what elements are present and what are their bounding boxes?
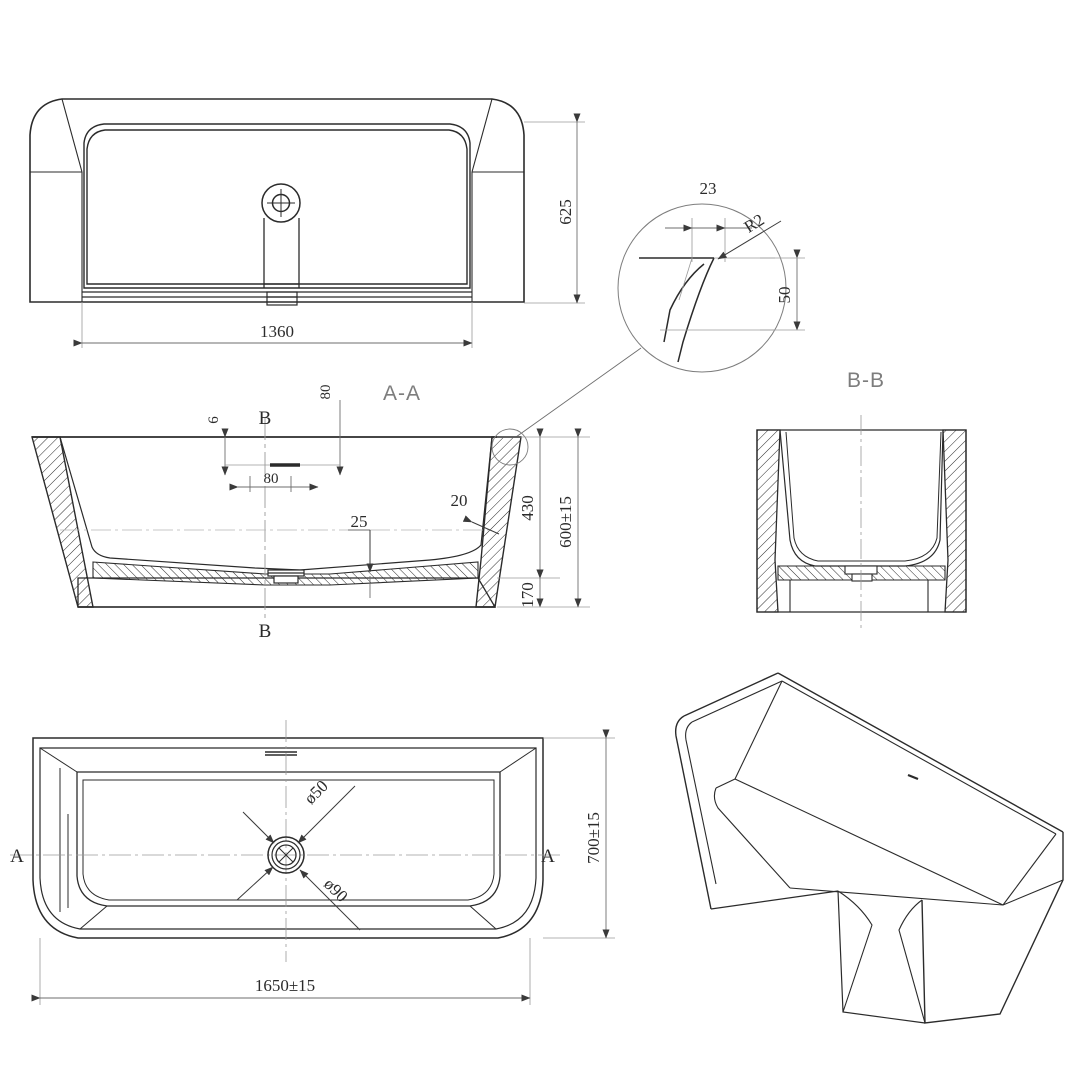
front-overflow-channel	[263, 218, 300, 288]
dim-aa-wall-thickness: 20	[451, 491, 500, 535]
front-outer-body	[29, 98, 525, 303]
aa-right-wall	[475, 436, 522, 608]
front-drain-outlet	[266, 291, 298, 306]
plan-section-marks: A A	[10, 846, 555, 867]
dim-detail-radius: R2	[717, 210, 782, 260]
dim-label-aa-600: 600±15	[556, 496, 575, 548]
iso-bowl-wall-back-left	[734, 680, 783, 780]
dim-label-plan-o90: ø90	[320, 874, 351, 905]
bb-left-wall	[756, 429, 781, 613]
front-corner-folds	[30, 98, 524, 302]
view-isometric	[674, 672, 1064, 1024]
section-bb-title: B-B	[847, 369, 885, 392]
iso-rim-inner-left-corner	[685, 721, 717, 885]
iso-bowl-floor-back	[734, 778, 1004, 906]
dim-plan-depth: 700±15	[543, 729, 615, 939]
iso-rim-top-back	[777, 672, 1064, 833]
bb-bowl-inner-offset	[785, 431, 942, 562]
plan-drain-assembly	[267, 836, 305, 874]
dim-label-detail-50: 50	[775, 287, 794, 304]
dim-aa-base-thickness: 25	[348, 512, 374, 598]
aa-drain-fitting	[267, 569, 305, 584]
dim-label-aa-430: 430	[518, 495, 537, 521]
detail-rim-profile	[639, 257, 715, 363]
detail-thin-guide	[678, 257, 693, 301]
iso-bowl-floor-left	[715, 778, 736, 789]
dim-label-plan-700: 700±15	[584, 812, 603, 864]
iso-front-right-face	[921, 832, 1064, 1024]
dim-plan-bore-50: ø50	[242, 776, 356, 844]
aa-bowl-inner-surface	[59, 436, 493, 571]
view-section-bb: B-B	[756, 369, 967, 628]
iso-rim-inner-back	[781, 680, 1057, 835]
dim-label-aa-80-vertical: 80	[318, 385, 334, 400]
dim-label-detail-r2: R2	[741, 210, 768, 237]
bb-plinth-lines	[778, 579, 945, 612]
aa-left-wall	[31, 436, 94, 608]
dim-aa-bowl-depth: 430	[497, 428, 590, 579]
dim-aa-plinth-height: 170	[497, 569, 590, 608]
plan-corner-blends	[39, 747, 537, 930]
plan-outer-shell	[32, 737, 544, 939]
iso-rim-left-corner	[674, 715, 712, 910]
dim-label-front-width: 1360	[260, 322, 294, 341]
dim-label-aa-80-horizontal: 80	[264, 471, 279, 487]
iso-rim-inner-left	[691, 680, 783, 723]
iso-bowl-floor-front	[789, 887, 1004, 906]
iso-front-corner-blend-2	[898, 899, 926, 1024]
dim-label-plan-o50: ø50	[300, 776, 331, 807]
dim-aa-overflow-offset: 6	[206, 416, 229, 476]
dim-detail-rim-thickness: 23	[665, 179, 752, 232]
dim-label-aa-170: 170	[518, 582, 537, 608]
iso-bowl-wall-back-right	[1002, 833, 1057, 906]
view-plan: ø50 ø90 A A 700±15 1650±15	[10, 720, 615, 1005]
bb-bowl-inner	[779, 429, 944, 567]
plan-section-mark-a-right: A	[541, 846, 555, 867]
front-inner-rim	[83, 123, 471, 289]
iso-overflow-slot	[907, 773, 919, 781]
iso-right-rim-edge	[1002, 879, 1064, 906]
dim-plan-bore-90: ø90	[236, 866, 361, 931]
dim-front-width: 1360	[73, 302, 473, 348]
iso-front-face-bottom	[837, 890, 926, 1024]
dim-label-aa-6: 6	[206, 416, 222, 424]
dim-label-aa-25: 25	[351, 512, 368, 531]
iso-front-corner-blend	[837, 890, 873, 1013]
plan-overflow-notch	[265, 751, 297, 756]
dim-detail-rim-height: 50	[760, 249, 805, 331]
dim-plan-length: 1650±15	[31, 938, 531, 1005]
dim-aa-drain-width: 80	[229, 471, 319, 492]
aa-section-mark-b-bottom: B	[259, 621, 272, 642]
plan-rim-outline	[39, 747, 537, 930]
section-aa-title: A-A	[383, 382, 421, 405]
detail-circle-boundary	[617, 203, 787, 373]
aa-section-line-bb: B B	[259, 408, 272, 642]
dim-front-height: 625	[524, 113, 585, 304]
dim-aa-drain-offset-top: 80	[318, 385, 344, 476]
iso-rim-top-left	[683, 672, 779, 717]
front-overflow-hole	[261, 183, 301, 223]
dim-label-detail-23: 23	[700, 179, 717, 198]
plan-bowl-opening	[76, 771, 501, 907]
plan-section-mark-a-left: A	[10, 846, 24, 867]
dim-label-aa-20: 20	[451, 491, 468, 510]
view-front-elevation: 625 1360	[29, 98, 585, 348]
front-plinth-band	[82, 291, 472, 298]
view-section-aa: A-A B B 6	[31, 382, 590, 642]
dim-label-front-height: 625	[556, 199, 575, 225]
dim-label-plan-1650: 1650±15	[255, 976, 315, 995]
detail-leader-line	[515, 347, 642, 438]
plan-bowl-opening-offset	[82, 779, 495, 901]
iso-front-left-bottom	[710, 890, 839, 910]
dim-aa-overall-height: 600±15	[556, 428, 582, 608]
aa-section-mark-b-top: B	[259, 408, 272, 429]
bb-right-wall	[942, 429, 967, 613]
aa-detail-circle-marker	[491, 428, 529, 466]
iso-bowl-floor-front-left	[713, 787, 791, 889]
